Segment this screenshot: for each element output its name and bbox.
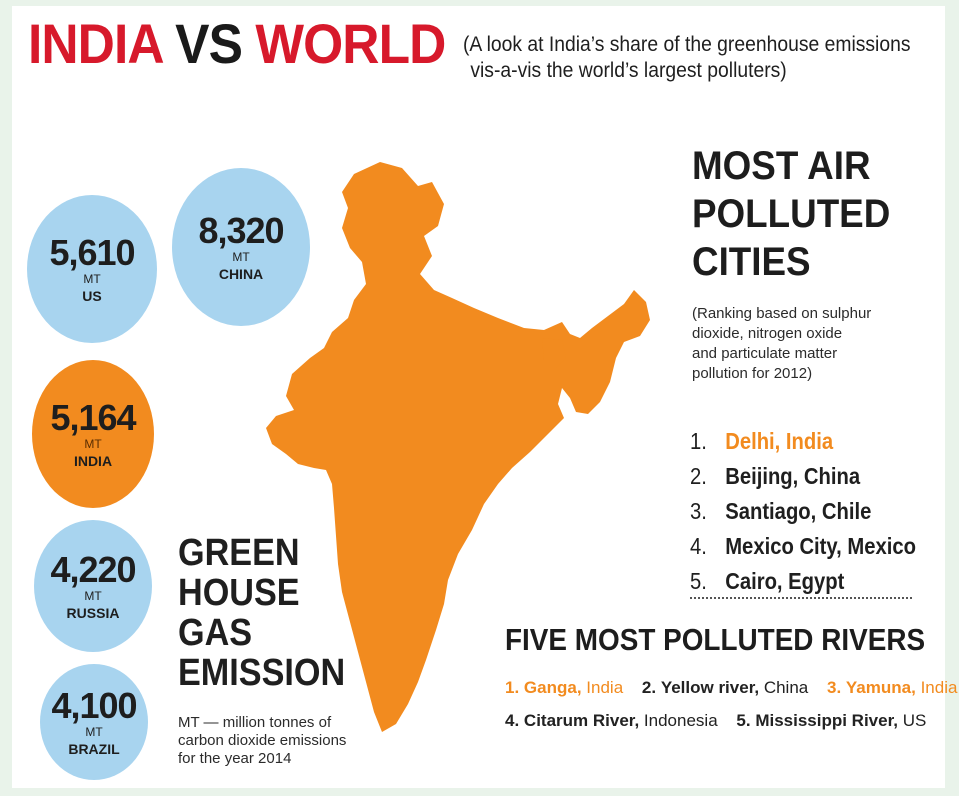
- emission-note-line: carbon dioxide emissions: [178, 732, 347, 749]
- title-india: INDIA: [28, 12, 163, 75]
- city-name: Delhi, India: [725, 428, 834, 454]
- river-country: China: [763, 678, 809, 697]
- emission-heading-line: GREEN: [178, 532, 300, 574]
- rivers-row-2: 4. Citarum River, Indonesia 5. Mississip…: [505, 711, 940, 731]
- city-rank: 1.: [690, 428, 707, 454]
- rivers-heading: FIVE MOST POLLUTED RIVERS: [505, 622, 926, 657]
- air-heading-line: CITIES: [692, 240, 811, 284]
- bubble-unit: MT: [83, 271, 101, 286]
- city-rank: 2.: [690, 463, 707, 489]
- city-name: Santiago, Chile: [725, 498, 872, 524]
- bubble-china: 8,320 MT CHINA: [172, 168, 310, 326]
- rivers-row-1: 1. Ganga, India 2. Yellow river, China 3…: [505, 678, 959, 698]
- page-title: INDIA VS WORLD: [28, 12, 446, 75]
- bubble-unit: MT: [84, 588, 102, 603]
- emission-heading: GREEN HOUSE GAS EMISSION: [178, 533, 345, 693]
- air-note-line: (Ranking based on sulphur: [692, 305, 872, 322]
- bubble-value: 5,610: [49, 231, 135, 273]
- river-country: India: [586, 678, 624, 697]
- bubble-value: 5,164: [50, 396, 136, 438]
- bubble-brazil: 4,100 MT BRAZIL: [40, 664, 148, 780]
- bubble-country: US: [82, 287, 102, 304]
- list-item: 3. Santiago, Chile: [690, 494, 916, 529]
- list-item: 2. Beijing, China: [690, 459, 916, 494]
- river-rank: 3.: [826, 678, 842, 697]
- air-note-line: pollution for 2012): [692, 365, 813, 382]
- air-note-line: dioxide, nitrogen oxide: [692, 325, 843, 342]
- river-country: India: [920, 678, 958, 697]
- river-item: 3. Yamuna, India: [827, 678, 957, 697]
- frame-top: [0, 0, 959, 6]
- emission-heading-line: EMISSION: [178, 652, 346, 694]
- river-name: Citarum River,: [523, 711, 640, 730]
- river-item: 1. Ganga, India: [505, 678, 623, 697]
- bubble-unit: MT: [232, 249, 250, 264]
- frame-left: [0, 0, 12, 796]
- subtitle-line-2: vis-a-vis the world’s largest polluters): [470, 59, 787, 82]
- bubble-country: INDIA: [73, 452, 113, 469]
- section-divider: [690, 597, 912, 599]
- river-item: 4. Citarum River, Indonesia: [505, 711, 718, 730]
- bubble-value: 4,220: [50, 548, 136, 590]
- bubble-country: RUSSIA: [66, 604, 120, 621]
- emission-heading-line: HOUSE: [178, 572, 300, 614]
- page-subtitle: (A look at India’s share of the greenhou…: [463, 32, 914, 84]
- bubble-russia: 4,220 MT RUSSIA: [34, 520, 152, 652]
- river-rank: 2.: [641, 678, 657, 697]
- air-cities-heading: MOST AIR POLLUTED CITIES: [692, 142, 890, 286]
- bubble-value: 4,100: [51, 684, 137, 726]
- river-name: Yamuna,: [845, 678, 916, 697]
- title-vs: VS: [175, 12, 243, 75]
- river-item: 5. Mississippi River, US: [736, 711, 926, 730]
- air-note-line: and particulate matter: [692, 345, 838, 362]
- bubble-unit: MT: [85, 724, 103, 739]
- river-name: Ganga,: [523, 678, 582, 697]
- frame-right: [945, 0, 959, 796]
- river-name: Mississippi River,: [755, 711, 898, 730]
- list-item: 5. Cairo, Egypt: [690, 564, 916, 599]
- emission-note-line: for the year 2014: [178, 750, 292, 767]
- list-item: 4. Mexico City, Mexico: [690, 529, 916, 564]
- river-rank: 1.: [505, 678, 520, 697]
- city-rank: 5.: [690, 568, 707, 594]
- river-rank: 5.: [736, 711, 751, 730]
- city-rank: 4.: [690, 533, 707, 559]
- bubble-unit: MT: [84, 436, 102, 451]
- bubble-value: 8,320: [198, 209, 284, 251]
- city-name: Cairo, Egypt: [725, 568, 845, 594]
- city-rank: 3.: [690, 498, 707, 524]
- title-world: WORLD: [255, 12, 446, 75]
- air-heading-line: POLLUTED: [692, 192, 891, 236]
- city-list: 1. Delhi, India 2. Beijing, China 3. Santia…: [690, 424, 947, 599]
- air-cities-note: (Ranking based on sulphur dioxide, nitro…: [692, 304, 912, 384]
- bubble-india: 5,164 MT INDIA: [32, 360, 154, 508]
- emission-note: MT — million tonnes of carbon dioxide em…: [178, 714, 378, 768]
- river-rank: 4.: [505, 711, 520, 730]
- river-country: Indonesia: [643, 711, 718, 730]
- bubble-us: 5,610 MT US: [27, 195, 157, 343]
- bubble-country: BRAZIL: [68, 740, 120, 757]
- emission-note-line: MT — million tonnes of: [178, 714, 332, 731]
- emission-heading-line: GAS: [178, 612, 253, 654]
- frame-bottom: [0, 788, 959, 796]
- city-name: Beijing, China: [725, 463, 861, 489]
- subtitle-line-1: (A look at India’s share of the greenhou…: [463, 33, 911, 56]
- india-map-icon: [266, 162, 650, 732]
- river-name: Yellow river,: [660, 678, 760, 697]
- air-heading-line: MOST AIR: [692, 144, 871, 188]
- list-item: 1. Delhi, India: [690, 424, 916, 459]
- river-item: 2. Yellow river, China: [642, 678, 808, 697]
- river-country: US: [902, 711, 927, 730]
- bubble-country: CHINA: [218, 265, 264, 282]
- city-name: Mexico City, Mexico: [725, 533, 917, 559]
